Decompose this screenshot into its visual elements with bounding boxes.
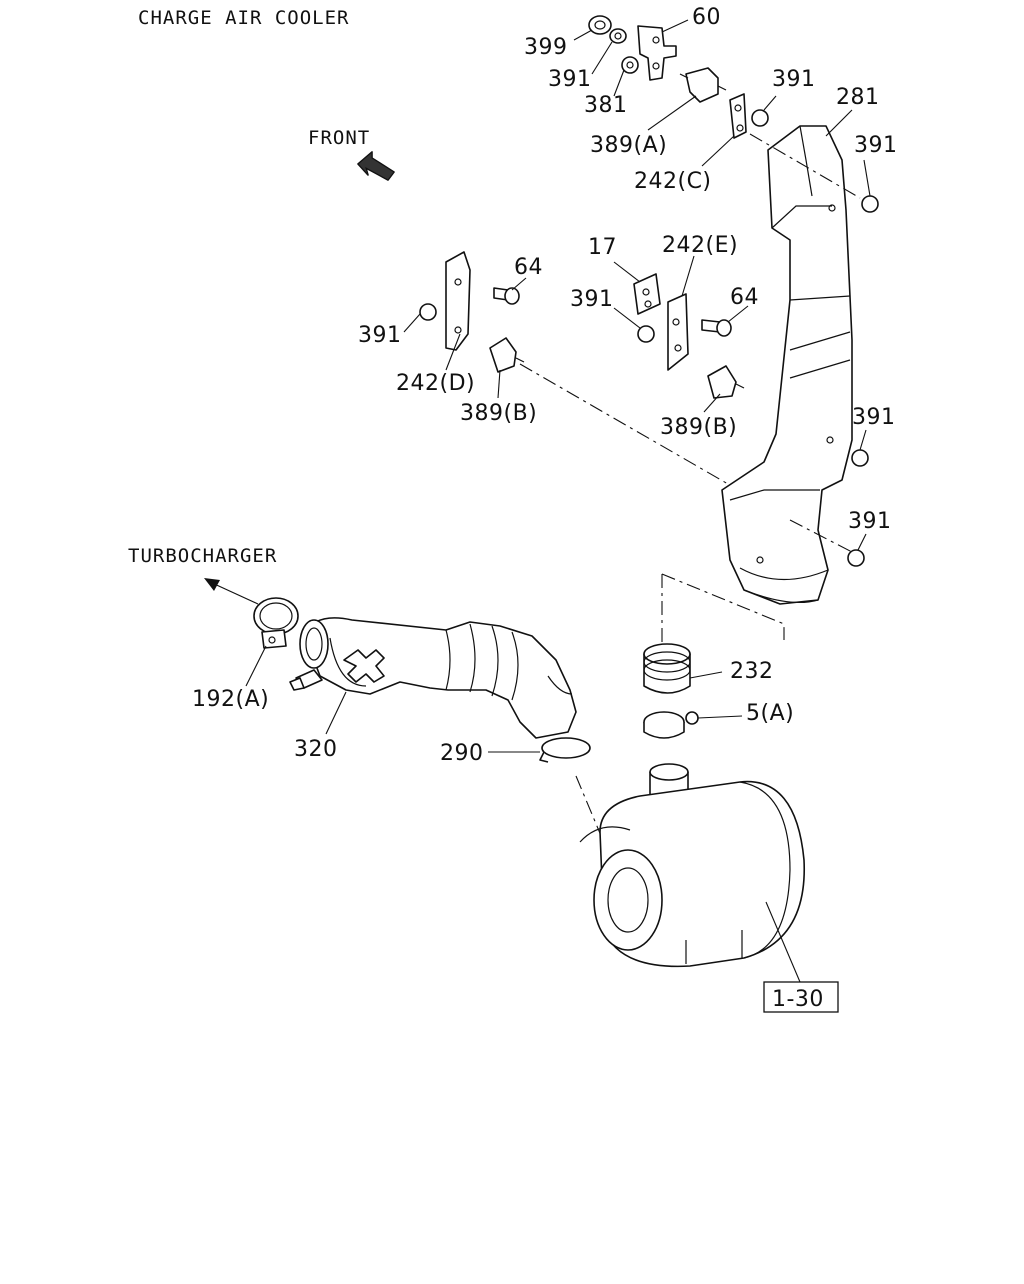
callout-391-f: 391 xyxy=(852,405,896,430)
ref-box-1-30: 1-30 xyxy=(763,981,839,1013)
callout-391-a: 391 xyxy=(548,67,592,92)
front-arrow-icon xyxy=(357,150,395,181)
bolt-64-right xyxy=(701,319,732,337)
callout-391-e: 391 xyxy=(358,323,402,348)
callout-381: 381 xyxy=(584,93,628,118)
callout-5a: 5(A) xyxy=(746,701,794,726)
bolt-64-left xyxy=(493,287,520,305)
hose-232 xyxy=(643,643,691,694)
centerline-duct-outlet xyxy=(661,573,785,640)
turbocharger-arrow-icon xyxy=(204,578,259,605)
nut-391-mid xyxy=(637,325,655,343)
nut-391-duct-mid xyxy=(851,449,869,467)
clamp-5a xyxy=(643,711,699,739)
nut-399 xyxy=(588,15,612,35)
callout-242e: 242(E) xyxy=(662,233,738,258)
svg-text:1-30: 1-30 xyxy=(772,987,824,1012)
washer-391-top xyxy=(609,28,627,44)
hose-320 xyxy=(289,617,577,739)
mount-389a xyxy=(679,67,727,103)
callout-320: 320 xyxy=(294,737,338,762)
callout-242d: 242(D) xyxy=(396,371,475,396)
callout-391-c: 391 xyxy=(854,133,898,158)
turbocharger-label: TURBOCHARGER xyxy=(128,545,277,567)
centerline-bottom-nut xyxy=(789,519,853,553)
callout-290: 290 xyxy=(440,741,484,766)
bracket-242e xyxy=(667,293,689,371)
callout-399: 399 xyxy=(524,35,568,60)
plate-17 xyxy=(633,273,661,315)
callout-281: 281 xyxy=(836,85,880,110)
clamp-290 xyxy=(539,737,591,763)
callout-391-g: 391 xyxy=(848,509,892,534)
callout-64-b: 64 xyxy=(730,285,759,310)
duct-281 xyxy=(721,125,853,605)
centerline-left-mount xyxy=(519,363,729,485)
nut-391-left xyxy=(419,303,437,321)
bracket-60 xyxy=(637,25,677,81)
centerline-top-nut xyxy=(749,133,861,199)
clamp-192a xyxy=(253,597,299,649)
callout-232: 232 xyxy=(730,659,774,684)
nut-391-c xyxy=(751,109,769,127)
callout-389a: 389(A) xyxy=(590,133,667,158)
callout-192a: 192(A) xyxy=(192,687,269,712)
bracket-242d xyxy=(445,251,471,351)
front-label: FRONT xyxy=(308,127,370,149)
centerline-filter xyxy=(575,775,613,863)
callout-17: 17 xyxy=(588,235,617,260)
mount-389b-left xyxy=(489,337,525,373)
nut-381 xyxy=(621,56,639,74)
bracket-242c xyxy=(729,93,747,139)
callout-242c: 242(C) xyxy=(634,169,712,194)
nut-391-duct-top xyxy=(861,195,879,213)
callout-389b-right: 389(B) xyxy=(660,415,737,440)
leader-lines xyxy=(245,19,871,983)
callout-391-d: 391 xyxy=(570,287,614,312)
callout-64-a: 64 xyxy=(514,255,543,280)
mount-389b-right xyxy=(707,365,745,399)
air-cleaner-body xyxy=(579,763,805,968)
callout-389b-left: 389(B) xyxy=(460,401,537,426)
nut-391-duct-bottom xyxy=(847,549,865,567)
callout-60: 60 xyxy=(692,5,721,30)
callout-391-b: 391 xyxy=(772,67,816,92)
diagram-title: CHARGE AIR COOLER xyxy=(138,7,349,29)
